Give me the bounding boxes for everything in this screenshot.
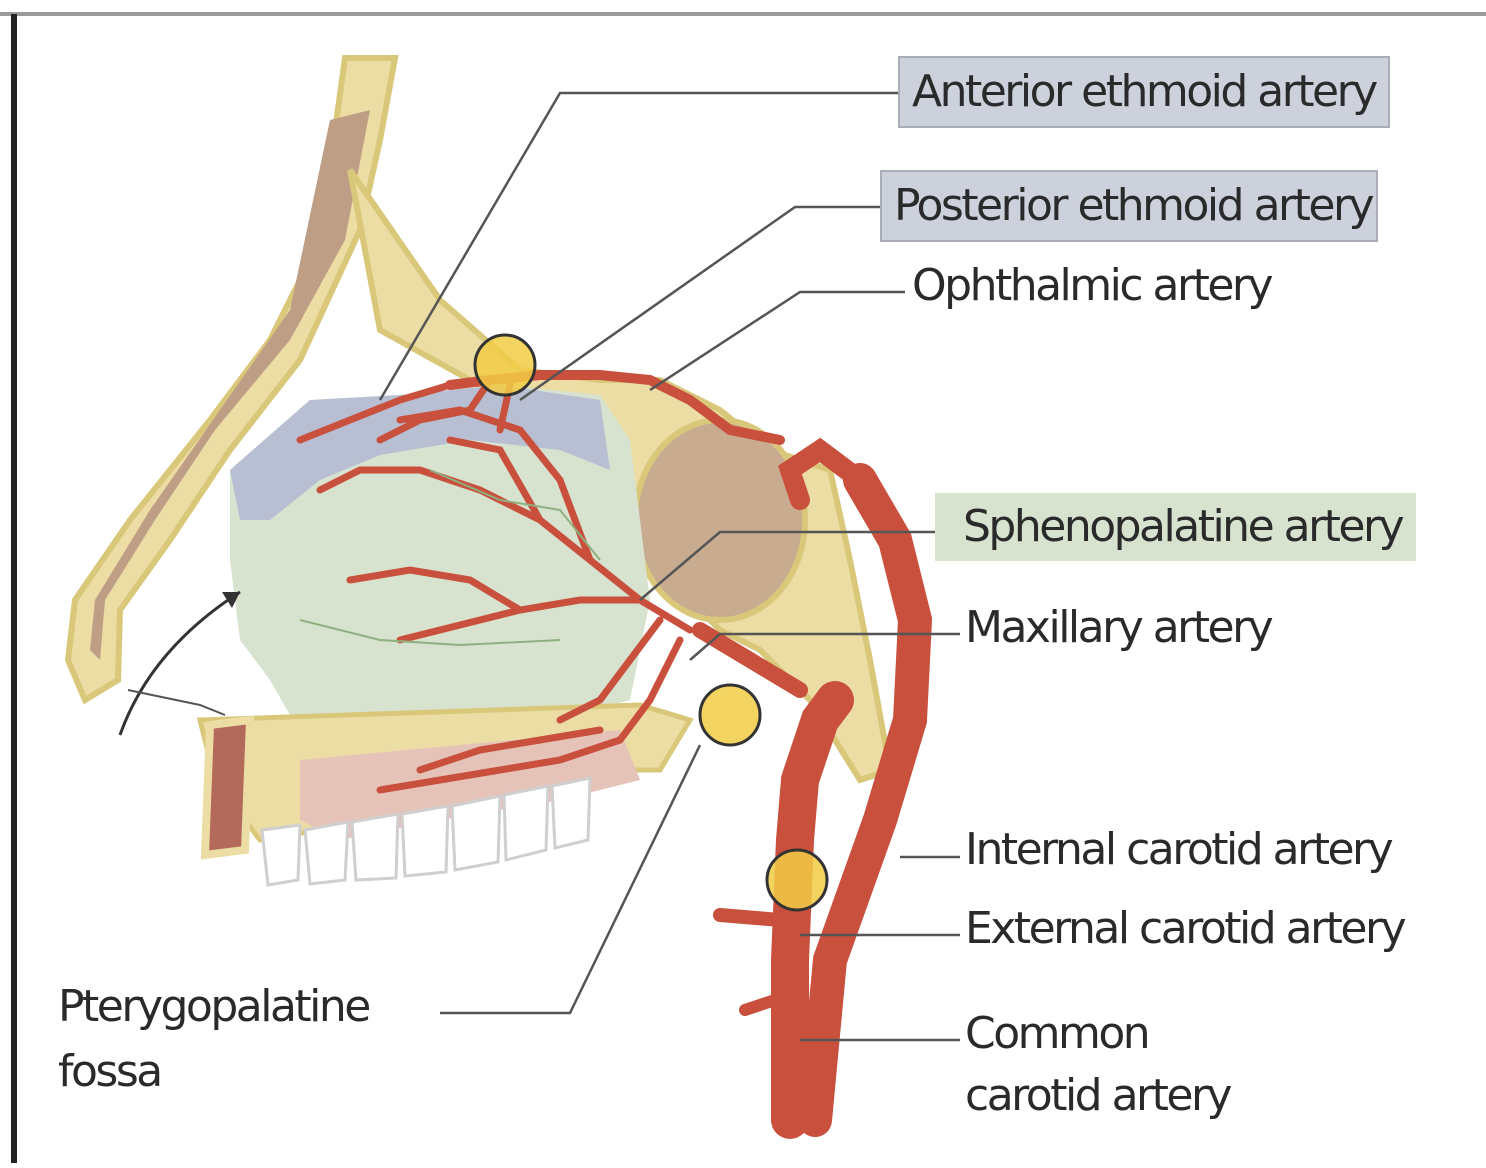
sphenoid-sinus — [635, 420, 805, 620]
label-posterior-ethmoid-artery: Posterior ethmoid artery — [880, 170, 1378, 242]
facial-branch — [720, 915, 780, 920]
upper-lip — [205, 720, 250, 855]
lingual-branch — [745, 1000, 775, 1010]
nostril-outline — [128, 690, 225, 715]
label-common-carotid-line1: Common — [965, 1010, 1148, 1058]
label-maxillary-artery: Maxillary artery — [965, 604, 1271, 652]
label-pterygopalatine-line2: fossa — [58, 1048, 161, 1096]
leader-ophthalmic — [650, 292, 905, 390]
label-external-carotid-artery: External carotid artery — [965, 905, 1404, 953]
label-common-carotid-line2: carotid artery — [965, 1072, 1230, 1120]
label-pterygopalatine-line1: Pterygopalatine — [58, 983, 369, 1031]
label-anterior-ethmoid-artery: Anterior ethmoid artery — [898, 56, 1390, 128]
label-internal-carotid-artery: Internal carotid artery — [965, 826, 1391, 874]
ethmoid-highlight-circle — [475, 335, 535, 395]
label-ophthalmic-artery: Ophthalmic artery — [912, 262, 1271, 310]
label-sphenopalatine-artery: Sphenopalatine artery — [935, 493, 1416, 561]
sphenopalatine-highlight-circle — [700, 685, 760, 745]
carotid-bifurcation-highlight-circle — [767, 850, 827, 910]
